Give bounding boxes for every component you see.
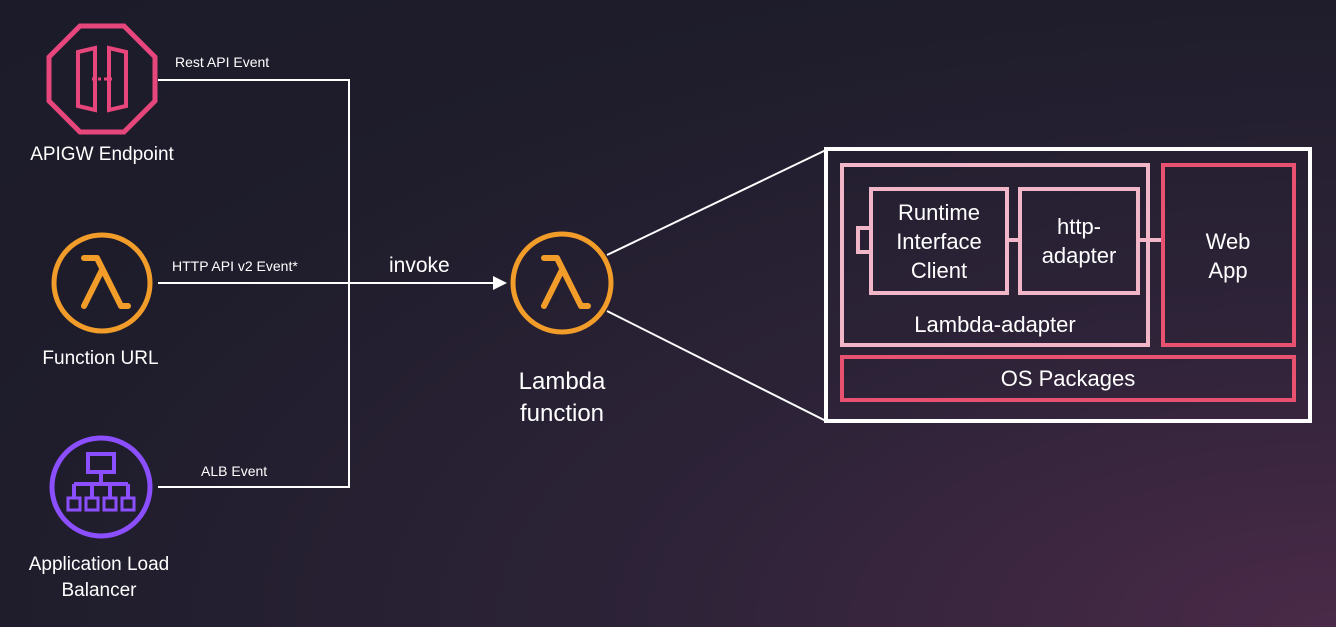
rest-api-connector [158,79,350,283]
alb-label: Application Load Balancer [28,554,170,601]
function-url-label: Function URL [42,348,159,369]
http-adapter-label: http-adapter [1041,214,1117,268]
function-url-lambda-icon [51,232,153,334]
apigw-endpoint-label: APIGW Endpoint [30,144,174,165]
api-gateway-endpoint-icon [46,23,158,135]
lambda-adapter-box [840,163,1150,347]
web-app-label: Web App [1205,229,1251,283]
event-connectors [158,79,495,488]
http-api-event-label: HTTP API v2 Event* [172,258,298,274]
runtime-client-label: Runtime Interface Client [896,200,982,283]
zoom-lines [606,149,827,422]
web-app-box [1161,163,1296,347]
load-balancer-icon [49,435,153,539]
os-packages-box [840,355,1296,402]
container-outer-box [824,147,1312,423]
invoke-arrowhead [493,276,507,290]
invoke-label: invoke [389,254,450,277]
lambda-function-icon [510,231,614,335]
alb-connector [158,283,350,488]
os-packages-label: OS Packages [1000,366,1136,391]
lambda-function-label: Lambda function [518,368,606,427]
rest-api-event-label: Rest API Event [175,54,270,70]
runtime-client-port [856,226,873,254]
lambda-adapter-label: Lambda-adapter [914,312,1076,337]
alb-event-label: ALB Event [201,463,268,479]
